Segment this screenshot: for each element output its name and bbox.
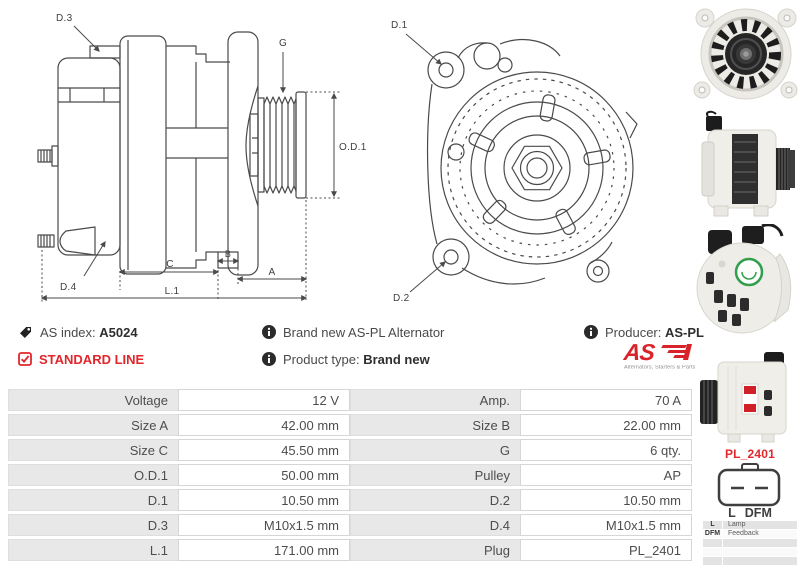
- spec-table: Voltage 12 V Amp. 70 A Size A 42.00 mm S…: [8, 389, 692, 561]
- spec-value: 50.00 mm: [178, 464, 350, 486]
- product-type-label: Product type:: [283, 351, 360, 367]
- producer-label: Producer:: [605, 324, 662, 340]
- as-logo-text: AS: [622, 339, 656, 365]
- label-c: C: [166, 259, 174, 270]
- label-d1: D.1: [391, 20, 408, 31]
- pin-table-row: [703, 539, 797, 547]
- leader-lines: [406, 34, 446, 292]
- info-icon: [262, 352, 276, 366]
- spec-label: D.3: [8, 514, 179, 536]
- as-pl-logo: AS Alternators, Starters & Parts: [622, 339, 704, 371]
- label-d2: D.2: [393, 293, 410, 304]
- pin-desc-cell: [723, 557, 797, 565]
- as-index-label: AS index:: [40, 324, 96, 340]
- pin-cell: [703, 539, 723, 547]
- pin-function-table: L Lamp DFM Feedback: [703, 521, 797, 565]
- spec-value: 12 V: [178, 389, 350, 411]
- spec-label: Size A: [8, 414, 179, 436]
- description-text: Brand new AS-PL Alternator: [283, 324, 445, 340]
- label-d3: D.3: [56, 13, 73, 24]
- as-logo-tagline: Alternators, Starters & Parts: [624, 365, 696, 371]
- as-index-value: A5024: [99, 324, 138, 340]
- product-type-value: Brand new: [363, 351, 430, 367]
- plug-connector-diagram: [717, 463, 781, 507]
- checkbox-checked-icon: [18, 352, 32, 366]
- product-photo-side-2: [700, 352, 787, 443]
- spec-label: G: [350, 439, 521, 461]
- producer-value: AS-PL: [665, 324, 704, 340]
- spec-value: 45.50 mm: [178, 439, 350, 461]
- label-a: A: [269, 267, 276, 278]
- spec-label: Voltage: [8, 389, 179, 411]
- pin-table-row: DFM Feedback: [703, 530, 797, 538]
- spec-value: 42.00 mm: [178, 414, 350, 436]
- spec-value: 22.00 mm: [520, 414, 692, 436]
- spec-value: M10x1.5 mm: [178, 514, 350, 536]
- spec-label: Plug: [350, 539, 521, 561]
- info-icon: [262, 325, 276, 339]
- spec-value: 6 qty.: [520, 439, 692, 461]
- front-view-diagram: D.1 D.2: [391, 20, 690, 304]
- label-od1: O.D.1: [339, 142, 367, 153]
- pin-desc-cell: [723, 539, 797, 547]
- green-sticker: [734, 257, 764, 287]
- info-icon: [584, 325, 598, 339]
- as-index-row: AS index: A5024: [18, 324, 138, 340]
- alternator-front-outline: [428, 40, 637, 284]
- pin-table-row: [703, 548, 797, 556]
- label-d4: D.4: [60, 282, 77, 293]
- spec-value: 10.50 mm: [520, 489, 692, 511]
- pin-cell: L: [703, 521, 723, 529]
- product-photo-rear: [696, 224, 792, 334]
- spec-label: Size B: [350, 414, 521, 436]
- description-row: Brand new AS-PL Alternator: [262, 324, 444, 340]
- spec-label: D.2: [350, 489, 521, 511]
- standard-line-label: STANDARD LINE: [39, 351, 145, 367]
- spec-label: D.1: [8, 489, 179, 511]
- product-type-row: Product type: Brand new: [262, 351, 430, 367]
- spec-value: 70 A: [520, 389, 692, 411]
- plug-pin-labels: L DFM: [703, 506, 797, 520]
- spec-label: O.D.1: [8, 464, 179, 486]
- spec-label: Amp.: [350, 389, 521, 411]
- product-photo-front: [693, 8, 798, 100]
- dimension-lines: [40, 26, 340, 302]
- spec-value: 171.00 mm: [178, 539, 350, 561]
- spec-label: D.4: [350, 514, 521, 536]
- as-logo-stripes-icon: [660, 344, 692, 362]
- tag-icon: [18, 325, 33, 340]
- pin-table-row: L Lamp: [703, 521, 797, 529]
- producer-row: Producer: AS-PL: [584, 324, 704, 340]
- pin-label-l: L: [728, 506, 736, 520]
- spec-value: AP: [520, 464, 692, 486]
- spec-label: Size C: [8, 439, 179, 461]
- spec-label: L.1: [8, 539, 179, 561]
- pin-desc-cell: Feedback: [728, 530, 759, 537]
- pin-desc-cell: Lamp: [728, 521, 746, 528]
- label-l1: L.1: [165, 286, 180, 297]
- spec-label: Pulley: [350, 464, 521, 486]
- pin-desc-cell: [723, 548, 797, 556]
- pin-cell: [703, 548, 723, 556]
- pin-cell: [703, 557, 723, 565]
- label-b: B: [225, 249, 231, 259]
- product-photo-side: [701, 110, 795, 217]
- spec-value: PL_2401: [520, 539, 692, 561]
- label-g: G: [279, 38, 287, 49]
- spec-value: M10x1.5 mm: [520, 514, 692, 536]
- pin-label-dfm: DFM: [744, 506, 772, 520]
- spec-value: 10.50 mm: [178, 489, 350, 511]
- pin-table-row: [703, 557, 797, 565]
- plug-name: PL_2401: [724, 447, 776, 461]
- standard-line-row: STANDARD LINE: [18, 351, 144, 367]
- pin-cell: DFM: [703, 530, 723, 538]
- side-view-diagram: D.3 G O.D.1 D.4 C B A L.1: [8, 13, 367, 320]
- alternator-side-outline: [38, 32, 306, 275]
